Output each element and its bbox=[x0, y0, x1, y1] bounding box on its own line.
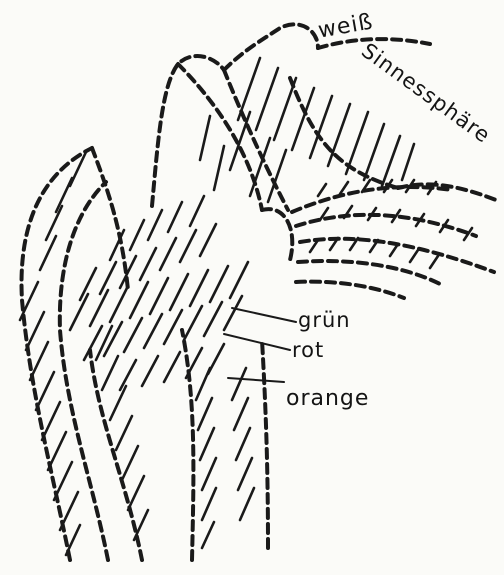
crown-knob-left bbox=[152, 56, 224, 206]
right-stem bbox=[262, 209, 292, 260]
trunk-left bbox=[182, 330, 193, 560]
ray-5 bbox=[296, 282, 404, 298]
label-gruen: grün bbox=[298, 310, 351, 331]
leader-orange bbox=[228, 378, 284, 382]
label-rot: rot bbox=[292, 340, 324, 361]
leader-gruen bbox=[232, 308, 296, 322]
ray-2 bbox=[296, 215, 476, 236]
label-orange: orange bbox=[286, 388, 369, 410]
crown-left bbox=[92, 148, 128, 290]
sphere-tail bbox=[398, 184, 496, 200]
leader-rot bbox=[224, 334, 290, 350]
ray-1 bbox=[292, 187, 452, 212]
left-stem-inner bbox=[60, 182, 108, 560]
trunk-right bbox=[262, 340, 268, 548]
leader-lines bbox=[224, 308, 296, 382]
crown-knob-right bbox=[224, 24, 318, 70]
